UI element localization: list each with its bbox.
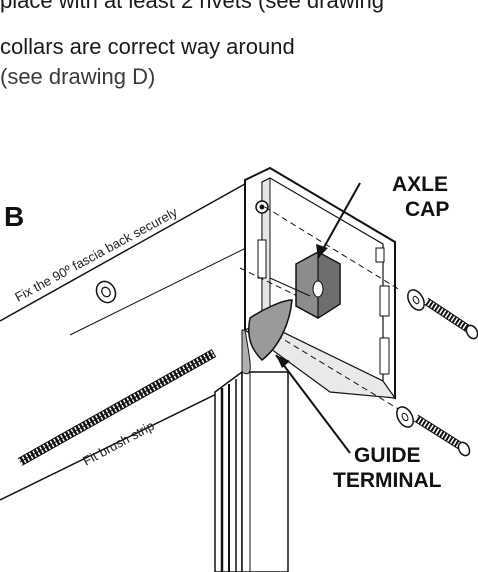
fascia-inner-edge: [69, 244, 253, 336]
fascia-top-edge: [0, 179, 253, 322]
axle-cap-label-line2: CAP: [405, 198, 449, 221]
axle-cap-arrowhead: [316, 244, 328, 258]
guide-terminal: [241, 299, 293, 375]
axle-cap-arrow: [317, 182, 361, 259]
screw-upper: [407, 289, 478, 340]
fascia-screw-hole: [95, 280, 117, 304]
guide-terminal-label-line1: GUIDE: [354, 444, 421, 467]
intro-line-3: (see drawing D): [0, 64, 156, 89]
guide-terminal-arrowhead: [276, 355, 290, 368]
intro-line-1: place with at least 2 rivets (see drawin…: [0, 0, 384, 13]
guide-terminal-label-line2: TERMINAL: [333, 469, 442, 492]
fascia-bottom-edge: [0, 379, 246, 501]
intro-line-2: collars are correct way around: [0, 34, 295, 59]
brush-strip: [17, 349, 217, 466]
guide-terminal-arrow: [275, 354, 351, 454]
screw-lower: [396, 406, 471, 457]
axle-cap: [269, 250, 341, 320]
guide-rail: [214, 370, 289, 572]
axle-cap-label-line1: AXLE: [392, 173, 448, 196]
drawing-letter: B: [4, 201, 24, 232]
